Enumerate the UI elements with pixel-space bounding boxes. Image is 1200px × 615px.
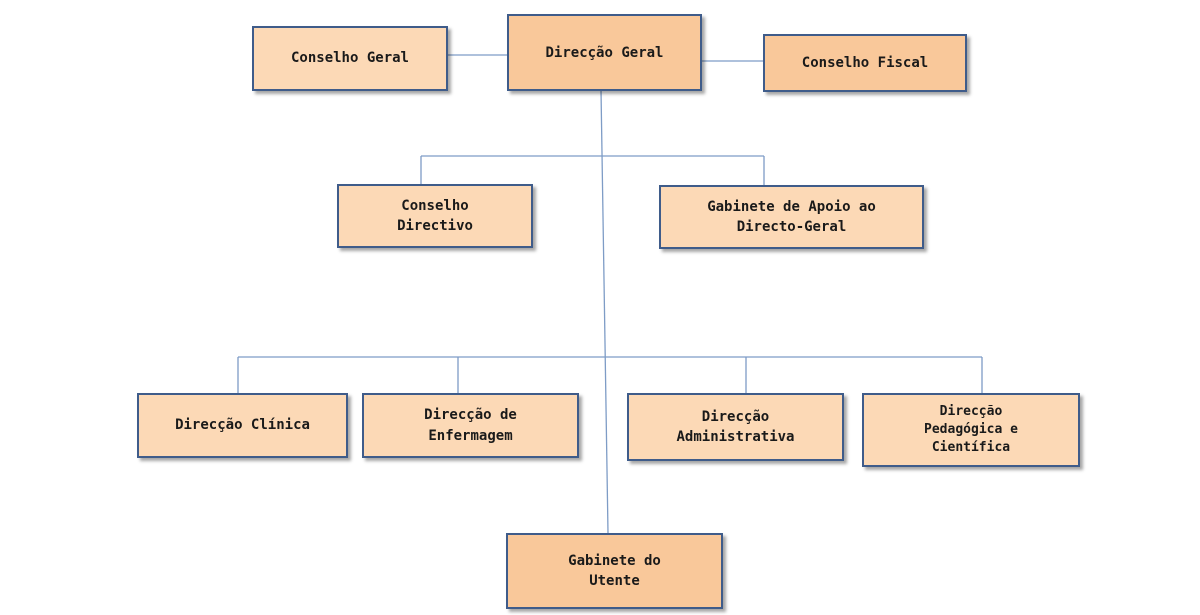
direccao-clinica-box: Direcção Clínica xyxy=(137,393,348,458)
direccao-clinica-label: Direcção Clínica xyxy=(175,417,310,434)
direccao-geral-label: Direcção Geral xyxy=(545,45,664,61)
conselho-directivo-box: Conselho Directivo xyxy=(337,184,533,248)
conselho-fiscal-label: Conselho Fiscal xyxy=(801,54,929,71)
direccao-administrativa-label: Direcção Administrativa xyxy=(676,408,795,445)
direccao-geral-box: Direcção Geral xyxy=(507,14,702,91)
conselho-geral-box: Conselho Geral xyxy=(252,26,448,91)
direccao-pedagogica-box: Direcção Pedagógica e Científica xyxy=(862,393,1080,467)
gabinete-utente-label: Gabinete do Utente xyxy=(568,552,661,589)
direccao-enfermagem-label: Direcção de Enfermagem xyxy=(424,407,517,444)
gabinete-apoio-box: Gabinete de Apoio ao Directo-Geral xyxy=(659,185,924,249)
direccao-administrativa-box: Direcção Administrativa xyxy=(627,393,844,461)
gabinete-utente-box: Gabinete do Utente xyxy=(506,533,723,609)
direccao-enfermagem-box: Direcção de Enfermagem xyxy=(362,393,579,458)
connector-main-trunk xyxy=(600,89,609,534)
gabinete-apoio-label: Gabinete de Apoio ao Directo-Geral xyxy=(707,198,876,235)
conselho-geral-label: Conselho Geral xyxy=(290,50,409,67)
conselho-directivo-label: Conselho Directivo xyxy=(397,197,473,234)
direccao-pedagogica-label: Direcção Pedagógica e Científica xyxy=(924,403,1018,456)
conselho-fiscal-box: Conselho Fiscal xyxy=(763,34,967,92)
